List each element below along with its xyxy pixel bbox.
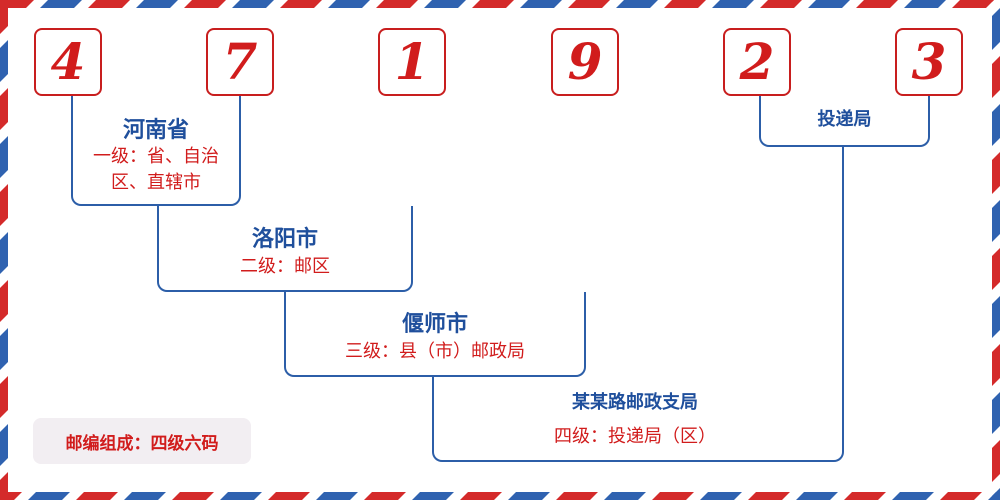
level-4-description: 四级：投递局（区） <box>554 426 716 447</box>
bracket-level-1 <box>71 96 241 206</box>
bracket-level-4 <box>432 377 844 462</box>
digit-box-6: 3 <box>895 28 963 96</box>
digit-box-3: 1 <box>378 28 446 96</box>
digit-box-2: 7 <box>206 28 274 96</box>
level-2-description: 二级：邮区 <box>240 256 330 277</box>
bracket-level-2 <box>157 206 413 292</box>
city-name: 洛阳市 <box>251 226 318 252</box>
level-3-description: 三级：县（市）邮政局 <box>345 341 525 362</box>
digit-box-4: 9 <box>551 28 619 96</box>
summary-badge: 邮编组成：四级六码 <box>33 418 251 464</box>
branch-office-name: 某某路邮政支局 <box>572 392 698 413</box>
bracket-level-3 <box>284 292 586 377</box>
bracket-delivery <box>759 96 930 147</box>
county-name: 偃师市 <box>401 311 468 337</box>
delivery-office-label: 投递局 <box>817 109 872 130</box>
digit-box-5: 2 <box>723 28 791 96</box>
province-name: 河南省 <box>122 117 189 143</box>
level-1-description: 一级：省、自治区、直辖市 <box>93 146 219 193</box>
delivery-connector-line <box>842 146 844 379</box>
digit-box-1: 4 <box>34 28 102 96</box>
